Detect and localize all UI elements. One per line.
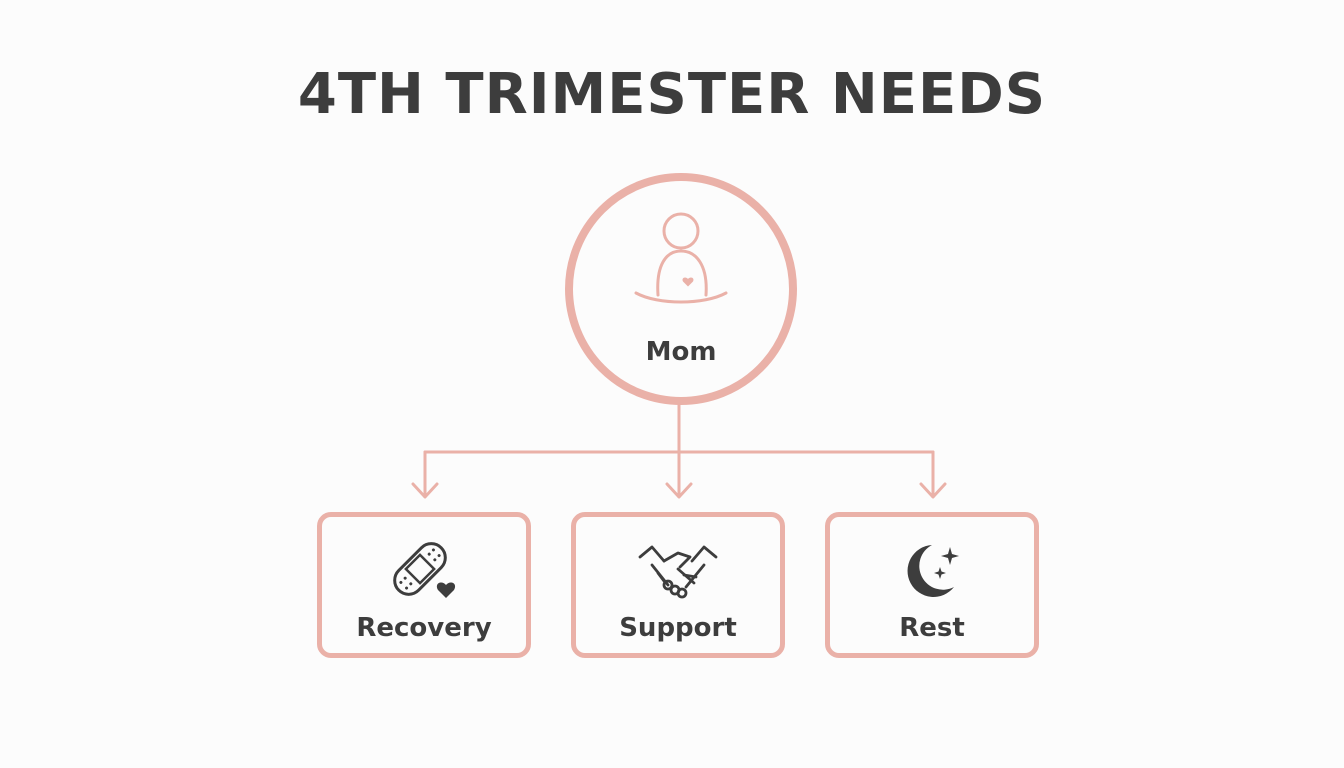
- bandage-heart-icon: [393, 542, 456, 598]
- arrow-head-support: [665, 482, 693, 499]
- rest-node: Rest: [825, 512, 1039, 658]
- diagram-title: 4TH TRIMESTER NEEDS: [297, 62, 1047, 127]
- arrow-head-rest: [919, 482, 947, 499]
- handshake-icon: [638, 545, 718, 599]
- support-node: Support: [571, 512, 785, 658]
- rest-label: Rest: [899, 613, 965, 643]
- pregnant-person-heart-icon: [634, 212, 728, 304]
- recovery-node: Recovery: [317, 512, 531, 658]
- arrow-head-recovery: [411, 482, 439, 499]
- mom-node: Mom: [565, 173, 797, 405]
- mom-label: Mom: [645, 337, 717, 367]
- support-label: Support: [619, 613, 737, 643]
- moon-stars-icon: [907, 545, 959, 597]
- recovery-label: Recovery: [356, 613, 492, 643]
